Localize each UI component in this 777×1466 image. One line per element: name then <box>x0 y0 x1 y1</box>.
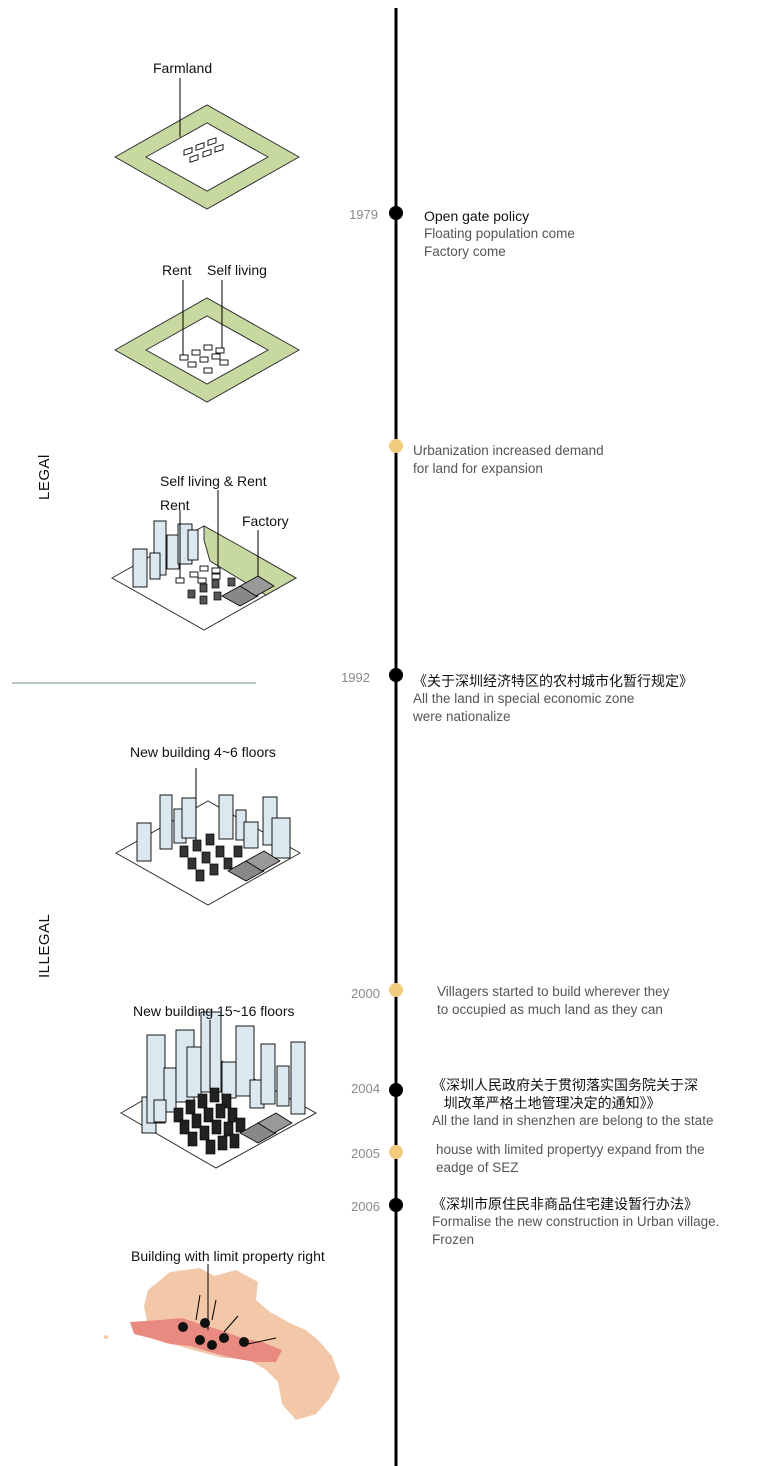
diagram-rent-self <box>113 280 301 403</box>
label-new-15-16: New building 15~16 floors <box>133 1003 295 1019</box>
dot-2005 <box>389 1145 403 1159</box>
label-self-living-rent: Self living & Rent <box>160 473 267 489</box>
event-urbanization: Urbanization increased demand for land f… <box>413 442 604 478</box>
event-2005: house with limited propertyy expand from… <box>436 1141 705 1177</box>
event-2004-title-1: 《深圳人民政府关于贯彻落实国务院关于深 <box>432 1077 698 1093</box>
label-limit-property: Building with limit property right <box>131 1248 325 1264</box>
event-1992-line-3: were nationalize <box>413 709 511 724</box>
year-2006: 2006 <box>351 1199 380 1214</box>
diagram-farmland <box>113 78 301 210</box>
section-label-illegal: ILLEGAL <box>36 913 53 978</box>
year-2005: 2005 <box>351 1146 380 1161</box>
label-new-4-6: New building 4~6 floors <box>130 744 276 760</box>
dot-urbanization <box>389 439 403 453</box>
event-urbanization-line-1: Urbanization increased demand <box>413 443 604 458</box>
diagram-shenzhen-map <box>104 1264 340 1420</box>
diagram-factory <box>110 490 298 631</box>
label-rent-2: Rent <box>160 497 190 513</box>
event-1992: 《关于深圳经济特区的农村城市化暂行规定》 All the land in spe… <box>413 672 693 726</box>
event-2004-line-3: All the land in shenzhen are belong to t… <box>432 1113 714 1128</box>
event-1979-line-2: Floating population come <box>424 226 575 241</box>
dot-2004 <box>389 1083 403 1097</box>
event-1992-title: 《关于深圳经济特区的农村城市化暂行规定》 <box>413 673 693 689</box>
dot-2006 <box>389 1198 403 1212</box>
dot-1979 <box>389 206 403 220</box>
label-self-living: Self living <box>207 262 267 278</box>
year-1979: 1979 <box>349 207 378 222</box>
event-2004-title-2: 圳改革严格土地管理决定的通知》》 <box>432 1095 661 1111</box>
event-2004: 《深圳人民政府关于贯彻落实国务院关于深 圳改革严格土地管理决定的通知》》 All… <box>432 1076 713 1130</box>
event-1992-line-2: All the land in special economic zone <box>413 691 635 706</box>
label-factory: Factory <box>242 513 289 529</box>
dot-1992 <box>389 668 403 682</box>
event-2000-line-2: to occupied as much land as they can <box>437 1002 663 1017</box>
event-2006-line-3: Frozen <box>432 1232 475 1247</box>
diagram-4-6-floors <box>114 768 302 906</box>
year-2004: 2004 <box>351 1081 380 1096</box>
diagram-15-16-floors <box>120 1011 318 1169</box>
section-label-legal: LEGAl <box>36 454 53 500</box>
event-2005-line-2: eadge of SEZ <box>436 1160 519 1175</box>
event-urbanization-line-2: for land for expansion <box>413 461 543 476</box>
event-2000: Villagers started to build wherever they… <box>437 983 669 1019</box>
event-2000-line-1: Villagers started to build wherever they <box>437 984 670 999</box>
event-2006-line-2: Formalise the new construction in Urban … <box>432 1214 720 1229</box>
year-1992: 1992 <box>341 670 370 685</box>
label-farmland: Farmland <box>153 60 213 76</box>
event-1979: Open gate policy Floating population com… <box>424 207 575 261</box>
event-2005-line-1: house with limited propertyy expand from… <box>436 1142 705 1157</box>
event-1979-title: Open gate policy <box>424 208 530 224</box>
event-1979-line-3: Factory come <box>424 244 506 259</box>
year-2000: 2000 <box>351 986 380 1001</box>
label-rent: Rent <box>162 262 192 278</box>
event-2006-title: 《深圳市原住民非商品住宅建设暂行办法》 <box>432 1196 698 1212</box>
dot-2000 <box>389 983 403 997</box>
event-2006: 《深圳市原住民非商品住宅建设暂行办法》 Formalise the new co… <box>432 1195 719 1249</box>
